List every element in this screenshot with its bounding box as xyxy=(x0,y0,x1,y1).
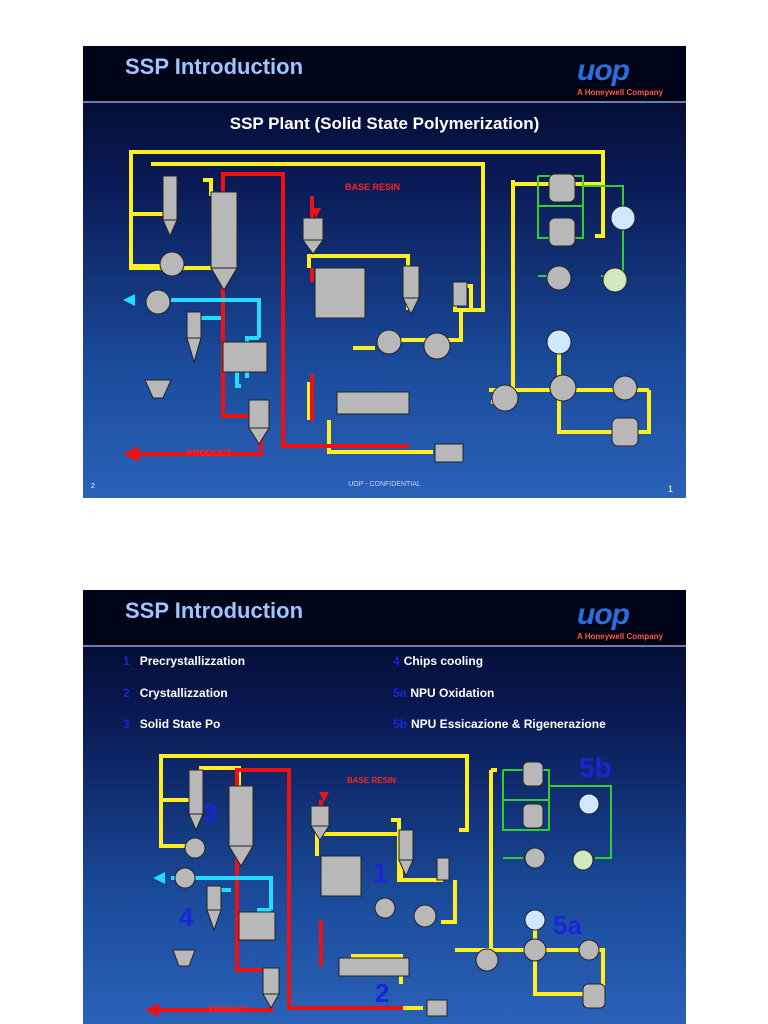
legend-label: Crystallizzation xyxy=(139,686,228,700)
legend-item-2: 2 Crystallizzation xyxy=(123,686,228,700)
legend-label: Solid State Po xyxy=(139,717,221,731)
base-resin-arrow xyxy=(319,792,329,802)
diagram-number-5b: 5b xyxy=(579,752,612,783)
header-divider xyxy=(83,101,686,103)
legend-number: 5b xyxy=(393,717,408,731)
diagram-number-2: 2 xyxy=(375,978,390,1008)
slide-1: SSP Introduction uop A Honeywell Company… xyxy=(83,46,686,498)
yellow-process-lines xyxy=(129,150,651,454)
base-resin-arrow xyxy=(311,208,321,218)
legend-label: Chips cooling xyxy=(403,654,484,668)
diagram-number-5a: 5a xyxy=(553,910,582,940)
legend-number: 2 xyxy=(123,686,130,700)
legend-number: 5a xyxy=(393,686,407,700)
logo-subtitle: A Honeywell Company xyxy=(577,632,663,641)
legend-item-3: 3 Solid State Po xyxy=(123,717,220,731)
diagram-number-3: 3 xyxy=(203,798,218,828)
slide-title: SSP Introduction xyxy=(125,598,304,623)
legend-item-1: 1 Precrystallizzation xyxy=(123,654,245,668)
diagram-title: SSP Plant (Solid State Polymerization) xyxy=(229,114,540,133)
cyan-outlet-arrow xyxy=(153,872,165,884)
diagram-number-4: 4 xyxy=(179,902,194,932)
product-label: PRODUCT xyxy=(209,1005,249,1014)
legend-number: 3 xyxy=(123,717,130,731)
slide-2: SSP Introduction uop A Honeywell Company… xyxy=(83,590,686,1024)
footer-number: 2 xyxy=(91,483,95,490)
legend-number: 4 xyxy=(393,654,400,668)
process-flow-diagram xyxy=(123,150,651,463)
slide-header xyxy=(83,590,686,646)
legend-label: NPU Oxidation xyxy=(410,686,495,700)
header-divider xyxy=(83,645,686,647)
slide-header xyxy=(83,46,686,102)
cyan-outlet-arrow xyxy=(123,294,135,306)
footer-confidential: UOP - CONFIDENTIAL xyxy=(348,481,421,488)
heat-exchangers xyxy=(159,205,638,401)
product-arrow xyxy=(145,1003,159,1017)
heat-exchangers xyxy=(184,793,600,961)
diagram-number-1: 1 xyxy=(373,858,388,888)
page-number: 1 xyxy=(668,484,674,494)
legend-number: 1 xyxy=(123,654,130,668)
uop-logo: uop xyxy=(577,598,630,631)
base-resin-label: BASE RESIN xyxy=(347,776,396,785)
legend-label: Precrystallizzation xyxy=(139,654,246,668)
slide-title: SSP Introduction xyxy=(125,54,304,79)
logo-subtitle: A Honeywell Company xyxy=(577,88,663,97)
process-flow-diagram xyxy=(145,754,612,1017)
uop-logo: uop xyxy=(577,54,630,87)
equipment xyxy=(144,173,639,463)
base-resin-label: BASE RESIN xyxy=(345,182,401,192)
product-arrow xyxy=(123,446,139,462)
equipment xyxy=(172,761,606,1017)
product-label: PRODUCT xyxy=(187,448,232,458)
legend-label: NPU Essicazione & Rigenerazione xyxy=(411,717,606,731)
